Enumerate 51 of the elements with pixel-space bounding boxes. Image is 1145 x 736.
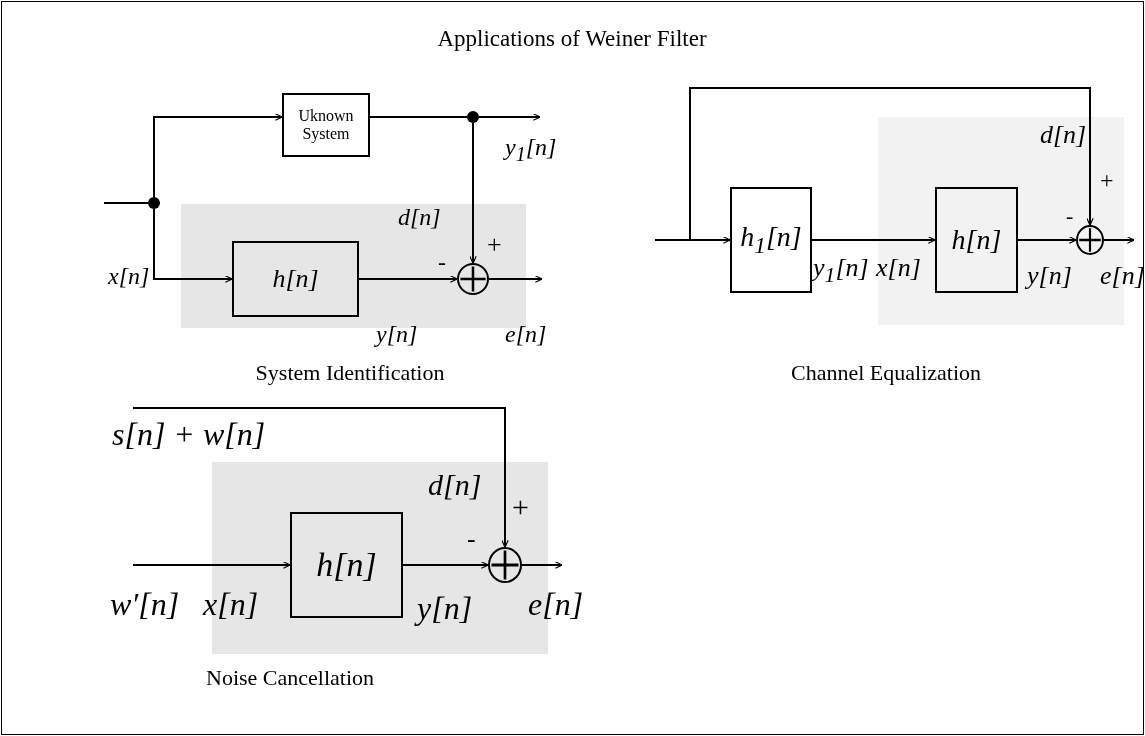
signal-label: w′[n]	[110, 588, 180, 620]
system-box: Uknown System	[282, 93, 370, 157]
summing-junction	[1076, 225, 1104, 255]
sign-label: -	[467, 526, 476, 552]
arrow	[1017, 236, 1077, 244]
filter-box: h[n]	[290, 512, 403, 618]
signal-label: x[n]	[203, 588, 259, 620]
summing-junction	[457, 263, 489, 295]
filter-box: h[n]	[232, 241, 359, 317]
arrow	[811, 236, 936, 244]
arrow	[521, 561, 563, 569]
arrow	[654, 87, 1094, 241]
arrow	[153, 208, 233, 283]
signal-label: e[n]	[528, 588, 584, 620]
sign-label: +	[1100, 168, 1114, 192]
arrow	[402, 561, 489, 569]
signal-label: y[n]	[376, 322, 418, 346]
arrow	[132, 407, 509, 548]
signal-label: x[n]	[876, 255, 921, 281]
sign-label: -	[438, 250, 446, 274]
signal-label: d[n]	[1040, 122, 1087, 148]
arrow	[488, 275, 543, 283]
arrow	[469, 122, 477, 264]
panel-caption: System Identification	[255, 362, 445, 384]
signal-line	[369, 116, 468, 118]
signal-label: e[n]	[505, 322, 547, 346]
arrow	[1103, 236, 1135, 244]
signal-label: s[n] + w[n]	[112, 418, 266, 450]
panel-caption: Channel Equalization	[791, 362, 981, 384]
signal-label: x[n]	[108, 264, 150, 288]
sign-label: -	[1066, 205, 1074, 227]
arrow	[153, 113, 283, 198]
arrow	[132, 561, 291, 569]
arrow	[358, 275, 458, 283]
sign-label: +	[487, 232, 502, 258]
summing-junction	[488, 547, 522, 583]
signal-label: y[n]	[1027, 263, 1072, 289]
signal-label: d[n]	[428, 470, 482, 500]
arrow	[478, 113, 541, 121]
signal-label: d[n]	[398, 205, 441, 229]
shaded-region	[181, 204, 526, 328]
signal-label: y$_{1}$[n]	[505, 135, 557, 164]
filter-box: h$_{1}$[n]	[730, 187, 812, 293]
junction-dot	[148, 197, 160, 209]
junction-dot	[467, 111, 479, 123]
panel-caption: Noise Cancellation	[206, 667, 374, 689]
signal-label: e[n]	[1100, 263, 1145, 289]
sign-label: +	[512, 492, 529, 522]
title: Applications of Weiner Filter	[437, 27, 707, 50]
signal-line	[103, 202, 149, 204]
filter-box: h[n]	[935, 187, 1018, 293]
